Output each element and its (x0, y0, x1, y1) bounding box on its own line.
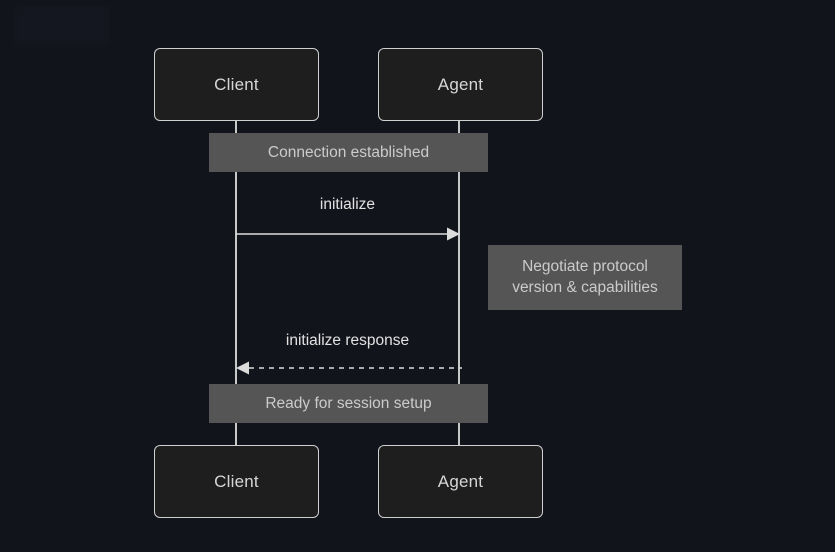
note-connection-established-label: Connection established (267, 143, 430, 161)
note-ready-session-setup-label: Ready for session setup (265, 394, 432, 412)
message-label-initialize: initialize (319, 196, 376, 213)
background-watermark (14, 6, 110, 46)
note-negotiate-protocol-line1: Negotiate protocol (522, 257, 648, 275)
note-negotiate-protocol-line2: version & capabilities (512, 278, 658, 296)
lifeline-agent (458, 121, 460, 445)
lifeline-client (235, 121, 237, 445)
participant-label-agent-top: Agent (437, 75, 484, 94)
message-arrow-initialize-response (236, 361, 462, 375)
note-ready-session-setup: Ready for session setup (209, 384, 488, 423)
participant-label-agent-bottom: Agent (437, 472, 484, 491)
message-arrow-initialize (236, 227, 460, 241)
note-negotiate-protocol-label: Negotiate protocol version & capabilitie… (504, 257, 666, 299)
participant-box-client-bottom[interactable]: Client (154, 445, 319, 518)
participant-box-agent-bottom[interactable]: Agent (378, 445, 543, 518)
participant-label-client-top: Client (214, 75, 259, 94)
participant-box-agent-top[interactable]: Agent (378, 48, 543, 121)
message-label-initialize-response: initialize response (285, 332, 410, 349)
participant-label-client-bottom: Client (214, 472, 259, 491)
note-connection-established: Connection established (209, 133, 488, 172)
note-negotiate-protocol: Negotiate protocol version & capabilitie… (488, 245, 682, 310)
participant-box-client-top[interactable]: Client (154, 48, 319, 121)
